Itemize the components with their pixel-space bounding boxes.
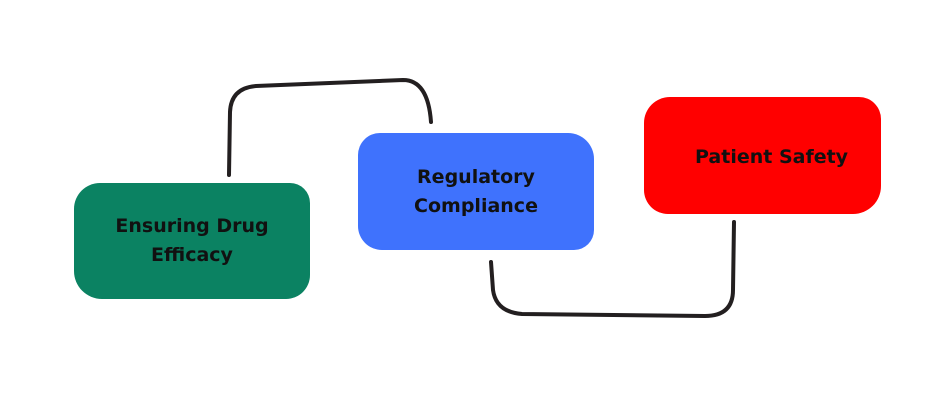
node-label-line: Regulatory bbox=[417, 165, 535, 188]
connector-drug-to-reg bbox=[227, 78, 433, 177]
node-label: Patient Safety bbox=[695, 143, 848, 172]
node-label-line: Patient Safety bbox=[695, 146, 849, 168]
node-ensuring-drug-efficacy: Ensuring Drug Efficacy bbox=[74, 183, 310, 299]
node-label: Ensuring Drug Efficacy bbox=[115, 212, 268, 270]
connector-reg-to-safety bbox=[489, 220, 736, 318]
node-label-line: Efficacy bbox=[151, 244, 233, 266]
node-regulatory-compliance: Regulatory Compliance bbox=[358, 133, 594, 250]
node-label-line: Compliance bbox=[414, 194, 538, 217]
node-label-line: Ensuring Drug bbox=[115, 215, 269, 237]
node-label: Regulatory Compliance bbox=[414, 163, 538, 221]
node-patient-safety: Patient Safety bbox=[644, 97, 881, 214]
